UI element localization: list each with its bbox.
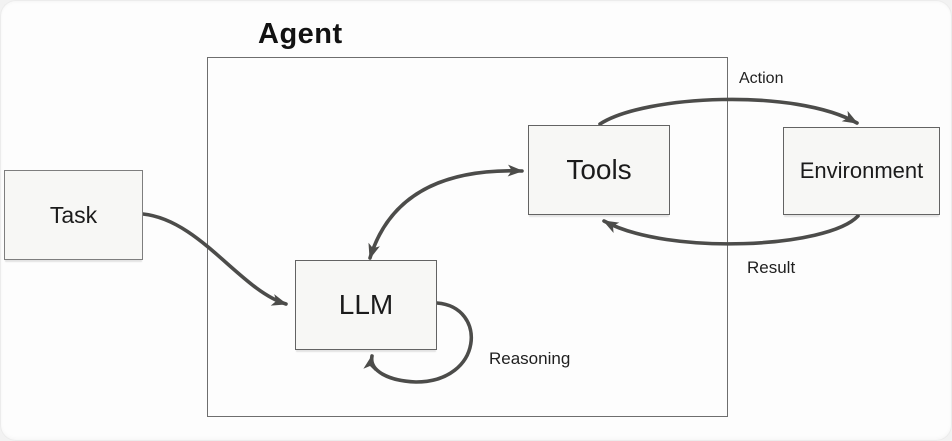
node-llm-label: LLM — [338, 289, 394, 320]
edge-label-action: Action — [739, 70, 784, 87]
node-llm: LLM — [295, 260, 437, 350]
edge-label-reasoning: Reasoning — [489, 349, 571, 368]
agent-group-title: Agent — [258, 18, 343, 50]
edge-label-result: Result — [747, 258, 796, 277]
agent-group-container — [207, 57, 728, 417]
node-task-label: Task — [49, 201, 98, 228]
node-tools-label: Tools — [566, 154, 632, 185]
node-environment: Environment — [783, 127, 940, 215]
node-tools: Tools — [528, 125, 670, 215]
node-task: Task — [4, 170, 143, 260]
node-environment-label: Environment — [799, 158, 924, 183]
